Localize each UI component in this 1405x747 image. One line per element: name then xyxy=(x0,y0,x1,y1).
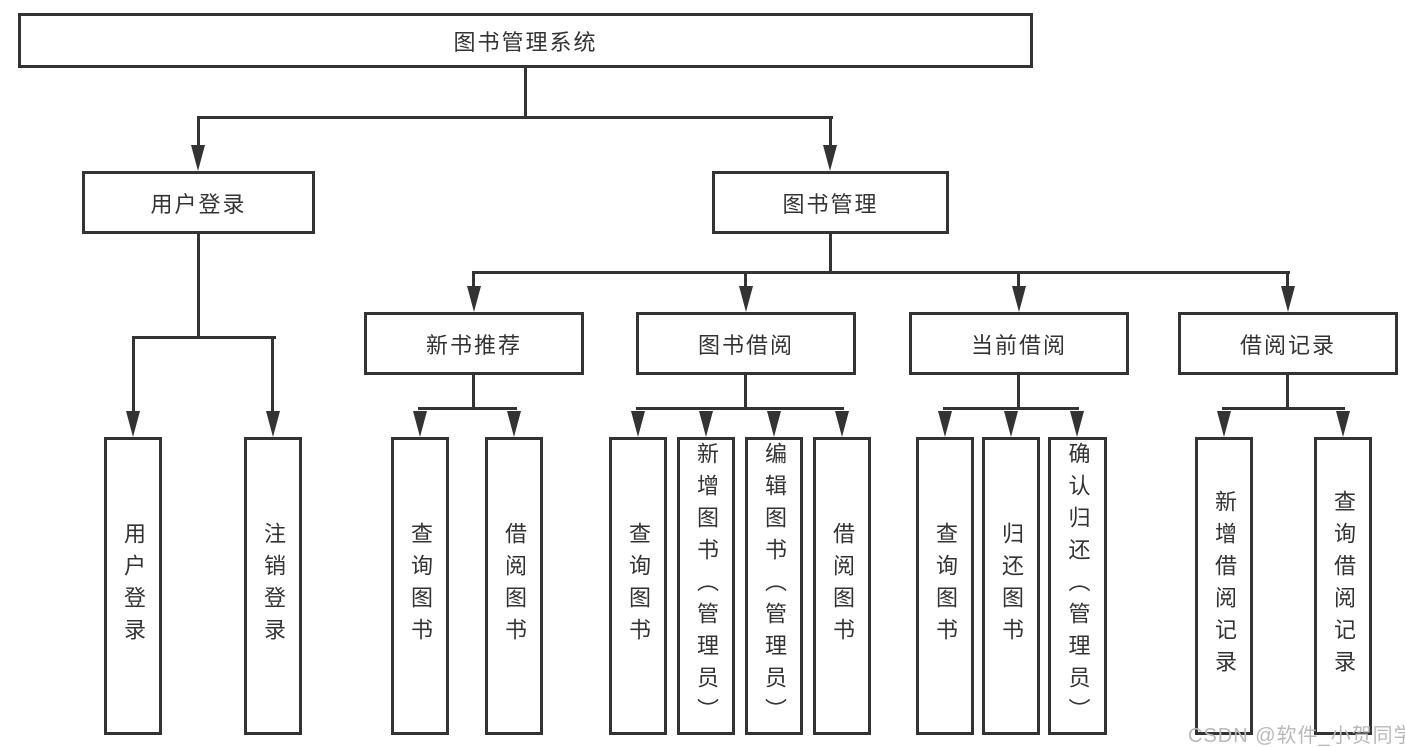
connector-arrowhead xyxy=(1281,286,1295,312)
leaf-edit-book-admin-label: 编辑图书（管理员） xyxy=(762,442,787,730)
node-new-book-recommend-label: 新书推荐 xyxy=(425,332,522,358)
connector-line xyxy=(132,336,135,414)
connector-line xyxy=(744,375,747,410)
connector-arrowhead xyxy=(739,286,753,312)
watermark: CSDN @软件_小贺同学 xyxy=(1188,725,1405,747)
leaf-query-books-borrow-label: 查询图书 xyxy=(626,522,651,650)
leaf-confirm-return-admin-label: 确认归还（管理员） xyxy=(1065,442,1091,730)
leaf-return-book: 归还图书 xyxy=(982,437,1040,735)
node-book-borrow-label: 图书借阅 xyxy=(697,332,794,358)
connector-line xyxy=(1017,271,1020,288)
connector-line xyxy=(197,116,833,119)
connector-line xyxy=(943,407,1079,410)
connector-arrowhead xyxy=(126,411,140,437)
leaf-add-borrow-record: 新增借阅记录 xyxy=(1195,437,1253,735)
connector-line xyxy=(636,407,844,410)
connector-line xyxy=(1286,375,1289,410)
connector-arrowhead xyxy=(699,411,713,437)
leaf-query-books-recommend: 查询图书 xyxy=(391,437,449,735)
connector-line xyxy=(524,68,527,118)
leaf-confirm-return-admin: 确认归还（管理员） xyxy=(1048,437,1107,735)
connector-line xyxy=(197,234,200,338)
leaf-query-books-current: 查询图书 xyxy=(916,437,974,735)
connector-arrowhead xyxy=(467,286,481,312)
connector-line xyxy=(132,336,276,339)
connector-arrowhead xyxy=(938,411,952,437)
node-root: 图书管理系统 xyxy=(18,13,1033,68)
connector-arrowhead xyxy=(1012,286,1026,312)
connector-line xyxy=(1017,375,1020,410)
leaf-add-book-admin: 新增图书（管理员） xyxy=(677,437,735,735)
node-user-login-label: 用户登录 xyxy=(150,191,247,217)
connector-line xyxy=(472,271,475,288)
connector-arrowhead xyxy=(1336,411,1350,437)
leaf-query-books-recommend-label: 查询图书 xyxy=(408,522,433,650)
leaf-return-book-label: 归还图书 xyxy=(999,522,1024,650)
connector-arrowhead xyxy=(823,145,837,171)
connector-arrowhead xyxy=(767,411,781,437)
leaf-user-login-label: 用户登录 xyxy=(121,522,146,650)
node-book-management-label: 图书管理 xyxy=(782,191,879,217)
connector-arrowhead xyxy=(631,411,645,437)
leaf-borrow-books-borrow: 借阅图书 xyxy=(813,437,871,735)
leaf-edit-book-admin: 编辑图书（管理员） xyxy=(745,437,803,735)
connector-arrowhead xyxy=(1217,411,1231,437)
node-borrow-records: 借阅记录 xyxy=(1178,312,1398,375)
node-current-borrow-label: 当前借阅 xyxy=(970,332,1067,358)
connector-line xyxy=(829,116,832,147)
node-root-label: 图书管理系统 xyxy=(453,29,598,55)
leaf-logout: 注销登录 xyxy=(244,437,302,735)
node-current-borrow: 当前借阅 xyxy=(909,312,1129,375)
leaf-borrow-books-recommend: 借阅图书 xyxy=(485,437,543,735)
node-book-management: 图书管理 xyxy=(712,171,949,234)
node-user-login: 用户登录 xyxy=(82,171,315,234)
leaf-query-books-current-label: 查询图书 xyxy=(933,522,958,650)
leaf-user-login: 用户登录 xyxy=(104,437,162,735)
connector-arrowhead xyxy=(835,411,849,437)
connector-arrowhead xyxy=(191,145,205,171)
leaf-query-books-borrow: 查询图书 xyxy=(609,437,667,735)
node-book-borrow: 图书借阅 xyxy=(636,312,856,375)
connector-line xyxy=(1222,407,1345,410)
leaf-query-borrow-record: 查询借阅记录 xyxy=(1314,437,1372,735)
leaf-borrow-books-borrow-label: 借阅图书 xyxy=(830,522,855,650)
connector-arrowhead xyxy=(1070,411,1084,437)
connector-line xyxy=(1286,271,1289,288)
leaf-query-borrow-record-label: 查询借阅记录 xyxy=(1331,490,1356,682)
node-borrow-records-label: 借阅记录 xyxy=(1239,332,1336,358)
node-new-book-recommend: 新书推荐 xyxy=(364,312,584,375)
leaf-add-borrow-record-label: 新增借阅记录 xyxy=(1212,490,1237,682)
leaf-add-book-admin-label: 新增图书（管理员） xyxy=(694,442,719,730)
connector-arrowhead xyxy=(1004,411,1018,437)
connector-arrowhead xyxy=(507,411,521,437)
connector-arrowhead xyxy=(266,411,280,437)
connector-line xyxy=(197,116,200,147)
connector-line xyxy=(744,271,747,288)
connector-line xyxy=(472,375,475,410)
connector-line xyxy=(418,407,517,410)
leaf-borrow-books-recommend-label: 借阅图书 xyxy=(502,522,527,650)
connector-arrowhead xyxy=(413,411,427,437)
connector-line xyxy=(271,336,274,414)
leaf-logout-label: 注销登录 xyxy=(261,522,286,650)
connector-line xyxy=(472,271,1290,274)
connector-line xyxy=(829,234,832,274)
